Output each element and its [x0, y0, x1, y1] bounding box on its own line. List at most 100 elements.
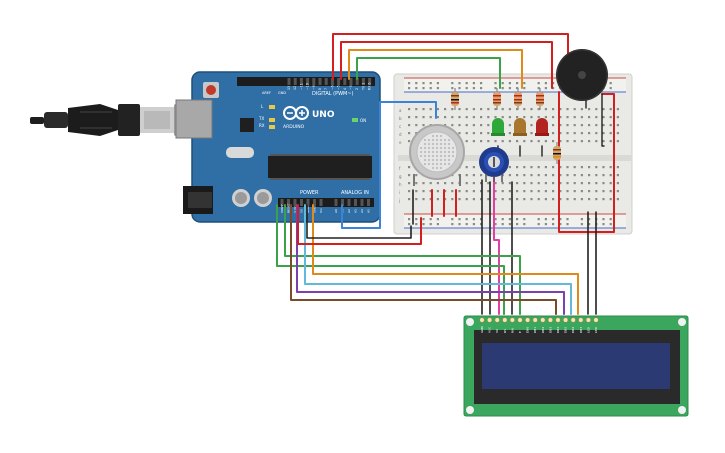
breadboard-rail-hole[interactable] — [436, 87, 439, 90]
breadboard-hole[interactable] — [408, 108, 411, 111]
breadboard-hole[interactable] — [595, 140, 598, 143]
power-pin[interactable] — [306, 199, 310, 206]
breadboard-rail-hole[interactable] — [580, 218, 583, 221]
breadboard-hole[interactable] — [573, 108, 576, 111]
breadboard-hole[interactable] — [523, 140, 526, 143]
breadboard-hole[interactable] — [408, 198, 411, 201]
breadboard-rail-hole[interactable] — [580, 223, 583, 226]
digital-pin[interactable] — [287, 78, 291, 85]
breadboard-hole[interactable] — [408, 124, 411, 127]
breadboard-hole[interactable] — [494, 140, 497, 143]
breadboard-hole[interactable] — [480, 124, 483, 127]
lcd-pin[interactable] — [487, 317, 493, 323]
breadboard-rail-hole[interactable] — [609, 87, 612, 90]
breadboard-hole[interactable] — [408, 140, 411, 143]
breadboard-hole[interactable] — [588, 132, 591, 135]
breadboard-hole[interactable] — [516, 198, 519, 201]
breadboard-hole[interactable] — [487, 116, 490, 119]
breadboard-rail-hole[interactable] — [516, 87, 519, 90]
breadboard-rail-hole[interactable] — [415, 87, 418, 90]
breadboard-hole[interactable] — [480, 182, 483, 185]
breadboard-hole[interactable] — [465, 124, 468, 127]
breadboard-hole[interactable] — [559, 198, 562, 201]
breadboard-hole[interactable] — [451, 190, 454, 193]
breadboard-hole[interactable] — [451, 108, 454, 111]
breadboard-rail-hole[interactable] — [422, 218, 425, 221]
breadboard-hole[interactable] — [616, 108, 619, 111]
breadboard-hole[interactable] — [458, 190, 461, 193]
power-pin[interactable] — [300, 199, 303, 206]
breadboard-hole[interactable] — [415, 182, 418, 185]
breadboard-rail-hole[interactable] — [566, 223, 569, 226]
breadboard-rail-hole[interactable] — [609, 82, 612, 85]
breadboard-rail-hole[interactable] — [451, 82, 454, 85]
breadboard-hole[interactable] — [480, 108, 483, 111]
lcd-pin[interactable] — [524, 317, 531, 323]
breadboard-hole[interactable] — [530, 166, 533, 169]
breadboard-hole[interactable] — [537, 116, 540, 119]
breadboard-hole[interactable] — [602, 174, 605, 177]
breadboard-hole[interactable] — [516, 140, 519, 143]
breadboard-hole[interactable] — [415, 190, 418, 193]
breadboard-hole[interactable] — [602, 124, 605, 127]
breadboard-hole[interactable] — [573, 198, 576, 201]
digital-pin[interactable] — [361, 78, 365, 85]
breadboard-hole[interactable] — [573, 166, 576, 169]
breadboard-rail-hole[interactable] — [436, 218, 439, 221]
breadboard-hole[interactable] — [588, 140, 591, 143]
breadboard-hole[interactable] — [408, 132, 411, 135]
breadboard-rail-hole[interactable] — [408, 82, 411, 85]
breadboard-hole[interactable] — [595, 166, 598, 169]
breadboard-hole[interactable] — [616, 166, 619, 169]
breadboard-rail-hole[interactable] — [537, 218, 540, 221]
breadboard-hole[interactable] — [408, 174, 411, 177]
breadboard-hole[interactable] — [444, 182, 447, 185]
breadboard-rail-hole[interactable] — [480, 82, 483, 85]
breadboard-rail-hole[interactable] — [523, 223, 526, 226]
breadboard-hole[interactable] — [566, 140, 569, 143]
breadboard-hole[interactable] — [451, 198, 454, 201]
breadboard-hole[interactable] — [537, 198, 540, 201]
breadboard-hole[interactable] — [580, 190, 583, 193]
breadboard-hole[interactable] — [559, 116, 562, 119]
breadboard-rail-hole[interactable] — [552, 82, 555, 85]
breadboard-hole[interactable] — [436, 198, 439, 201]
breadboard-hole[interactable] — [616, 132, 619, 135]
breadboard-rail-hole[interactable] — [415, 223, 418, 226]
breadboard-hole[interactable] — [602, 132, 605, 135]
breadboard-hole[interactable] — [422, 124, 425, 127]
breadboard-rail-hole[interactable] — [516, 223, 519, 226]
breadboard-hole[interactable] — [580, 132, 583, 135]
analog-pin[interactable] — [334, 199, 338, 206]
breadboard-hole[interactable] — [530, 116, 533, 119]
breadboard-hole[interactable] — [559, 182, 562, 185]
breadboard-hole[interactable] — [580, 198, 583, 201]
breadboard-hole[interactable] — [501, 140, 504, 143]
breadboard-hole[interactable] — [516, 182, 519, 185]
breadboard-rail-hole[interactable] — [472, 218, 475, 221]
breadboard-rail-hole[interactable] — [494, 223, 497, 226]
analog-pin[interactable] — [354, 199, 357, 206]
breadboard-hole[interactable] — [566, 190, 569, 193]
breadboard-hole[interactable] — [573, 140, 576, 143]
breadboard-hole[interactable] — [465, 166, 468, 169]
breadboard-rail-hole[interactable] — [501, 87, 504, 90]
breadboard-rail-hole[interactable] — [537, 223, 540, 226]
analog-pin[interactable] — [367, 199, 370, 206]
breadboard-hole[interactable] — [472, 124, 475, 127]
breadboard-hole[interactable] — [595, 190, 598, 193]
breadboard-rail-hole[interactable] — [451, 223, 454, 226]
lcd-pin[interactable] — [547, 317, 554, 323]
breadboard-hole[interactable] — [458, 108, 461, 111]
breadboard-hole[interactable] — [487, 182, 490, 185]
breadboard-hole[interactable] — [458, 124, 461, 127]
breadboard-hole[interactable] — [516, 190, 519, 193]
breadboard-hole[interactable] — [508, 182, 511, 185]
breadboard-hole[interactable] — [602, 140, 605, 143]
breadboard-hole[interactable] — [458, 132, 461, 135]
breadboard-hole[interactable] — [465, 190, 468, 193]
breadboard-hole[interactable] — [573, 132, 576, 135]
breadboard-hole[interactable] — [537, 108, 540, 111]
digital-pin[interactable] — [312, 78, 316, 85]
breadboard-hole[interactable] — [537, 190, 540, 193]
